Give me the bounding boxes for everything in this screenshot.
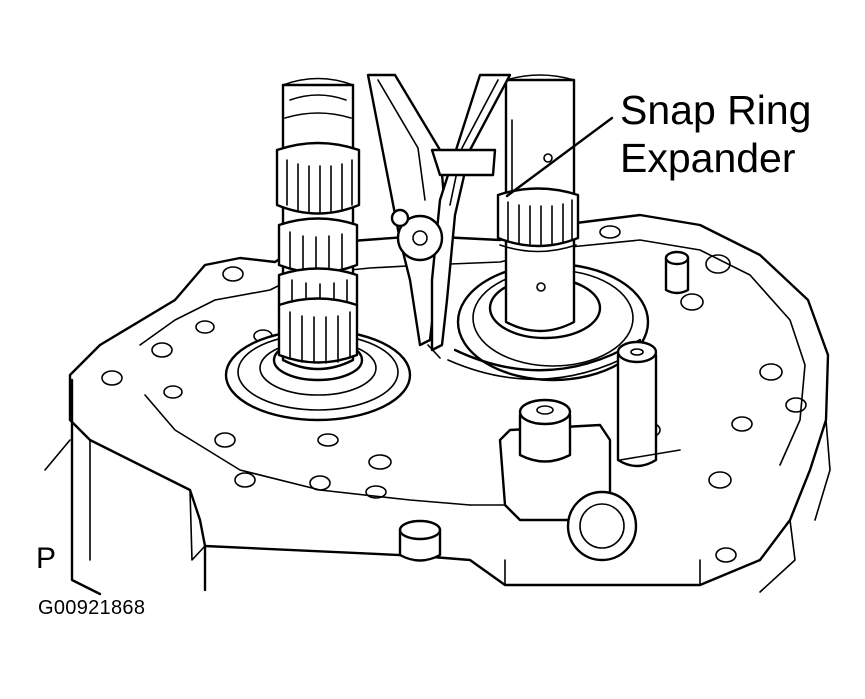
callout-snap-ring-expander: Snap Ring Expander <box>620 86 811 182</box>
lower-mechanism <box>469 398 701 586</box>
callout-line-2: Expander <box>620 135 796 181</box>
right-shaft <box>496 74 580 333</box>
callout-leader-line <box>505 116 614 198</box>
view-letter: P <box>36 542 57 575</box>
case-pins <box>398 250 690 562</box>
callout-line-1: Snap Ring <box>620 87 812 133</box>
snap-ring-expander-tool <box>366 73 512 359</box>
left-shaft <box>275 77 361 371</box>
figure-id: G00921868 <box>38 597 146 619</box>
